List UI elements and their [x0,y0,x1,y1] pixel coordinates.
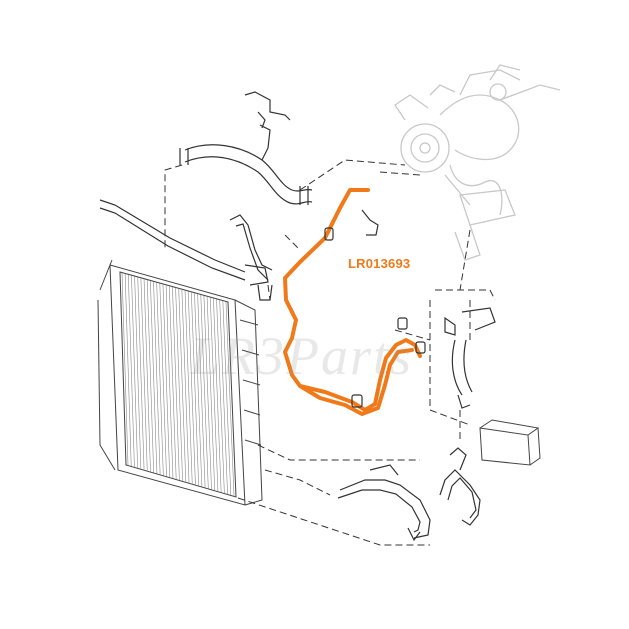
radiator-fin [181,289,190,483]
bypass-pipe [99,199,273,301]
radiator-fin [162,284,171,478]
radiator-fin [178,288,187,482]
highlighted-hose-lr013693 [283,188,422,416]
radiator-fin [150,280,158,474]
radiator-fin [191,292,199,486]
radiator-fin [194,293,203,487]
heater-hose-inset [444,307,496,409]
radiator-fin [134,276,142,469]
radiator-fin [187,291,196,485]
radiator-fin [175,287,183,481]
part-number-label: LR013693 [348,256,411,271]
radiator-fin [159,283,167,477]
radiator-fin [184,290,193,484]
leader-lines [164,159,496,546]
radiator-fin [206,296,216,491]
radiator-fin [197,294,206,488]
radiator-fin [203,295,212,490]
radiator-fin [165,285,174,479]
radiator-fin [137,277,145,470]
upper-radiator-hose [179,91,313,205]
lower-hoses [337,447,481,542]
radiator-fin [213,298,222,493]
radiator [97,259,263,506]
radiator-fin [153,281,161,475]
radiator-fin [222,301,232,496]
radiator-fin [172,287,180,481]
hose-clamps [324,209,426,408]
radiator-fin [143,279,151,472]
radiator-fin [131,275,138,468]
radiator-fin [216,299,225,494]
radiator-fin [146,280,154,473]
engine-water-pump-ghost [394,64,561,261]
oil-cooler [479,419,541,466]
radiator-fin [219,300,228,495]
radiator-fin [128,274,135,467]
radiator-fin [140,278,148,471]
radiator-fin [209,297,219,492]
radiator-fin [200,294,209,489]
radiator-fin [156,282,164,476]
radiator-core-fins [121,272,235,497]
radiator-fin [124,273,132,466]
radiator-fin [121,272,129,466]
radiator-fin [168,286,177,480]
radiator-fin [225,301,235,497]
